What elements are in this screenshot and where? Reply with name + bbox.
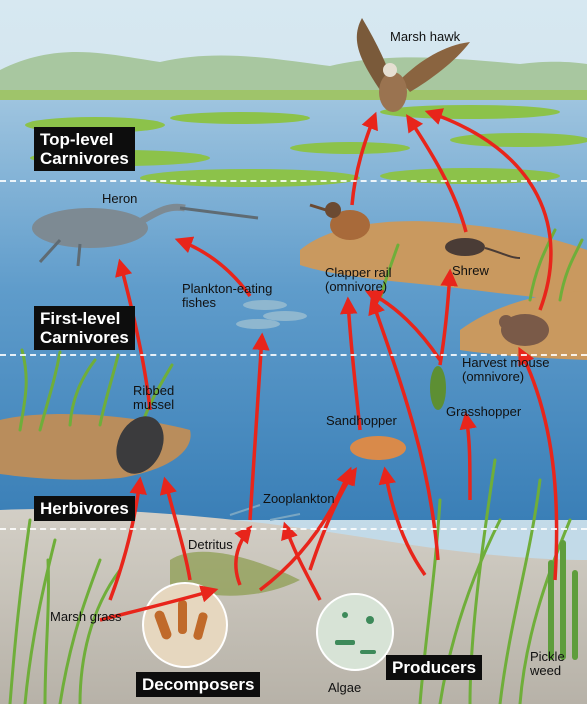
label-harvest-mouse: Harvest mouse (omnivore): [462, 356, 549, 384]
label-line: fishes: [182, 296, 272, 310]
label-line: Clapper rail: [325, 266, 391, 280]
label-ribbed-mussel: Ribbed mussel: [133, 384, 174, 412]
label-detritus: Detritus: [188, 538, 233, 552]
label-marsh-hawk: Marsh hawk: [390, 30, 460, 44]
label-line: Pickle: [530, 650, 565, 664]
divider-herbivores: [0, 528, 587, 530]
level-label-herbivores: Herbivores: [34, 496, 135, 521]
divider-top: [0, 180, 587, 182]
label-line: Ribbed: [133, 384, 174, 398]
level-label-top-carnivores: Top-level Carnivores: [34, 127, 135, 171]
level-label-line: Top-level: [40, 130, 129, 149]
label-pickle-weed: Pickle weed: [530, 650, 565, 678]
label-shrew: Shrew: [452, 264, 489, 278]
algae-magnifier: [317, 594, 393, 670]
level-label-producers: Producers: [386, 655, 482, 680]
level-label-line: Carnivores: [40, 149, 129, 168]
label-plankton-fishes: Plankton-eating fishes: [182, 282, 272, 310]
level-label-line: Decomposers: [142, 675, 254, 694]
label-line: mussel: [133, 398, 174, 412]
label-grasshopper: Grasshopper: [446, 405, 521, 419]
label-line: (omnivore): [462, 370, 549, 384]
level-label-line: Herbivores: [40, 499, 129, 518]
level-label-decomposers: Decomposers: [136, 672, 260, 697]
sandhopper-drawing: [350, 436, 406, 460]
label-line: Plankton-eating: [182, 282, 272, 296]
label-marsh-grass: Marsh grass: [50, 610, 122, 624]
level-label-first-carnivores: First-level Carnivores: [34, 306, 135, 350]
label-line: (omnivore): [325, 280, 391, 294]
level-label-line: Producers: [392, 658, 476, 677]
label-zooplankton: Zooplankton: [263, 492, 335, 506]
label-line: Harvest mouse: [462, 356, 549, 370]
level-label-line: Carnivores: [40, 328, 129, 347]
label-clapper-rail: Clapper rail (omnivore): [325, 266, 391, 294]
grasshopper-drawing: [430, 366, 446, 410]
label-sandhopper: Sandhopper: [326, 414, 397, 428]
level-label-line: First-level: [40, 309, 129, 328]
label-line: weed: [530, 664, 565, 678]
label-algae: Algae: [328, 681, 361, 695]
label-heron: Heron: [102, 192, 137, 206]
